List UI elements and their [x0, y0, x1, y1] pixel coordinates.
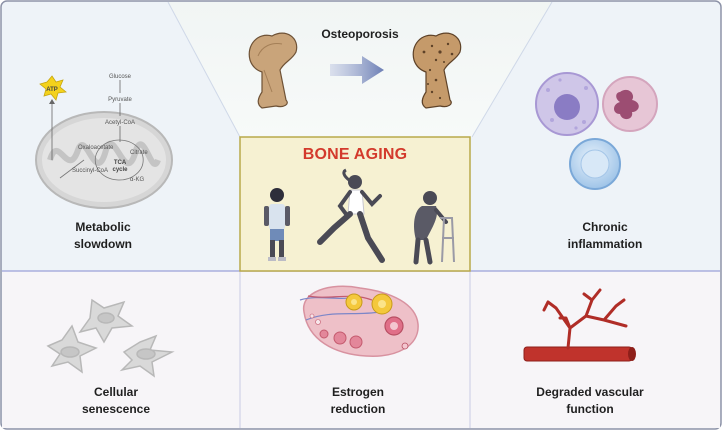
senescent-cell-icon [78, 298, 135, 344]
degraded-vascular-label: Degraded vascular function [536, 385, 644, 416]
blood-vessel-icon [523, 288, 636, 362]
glucose-label: Glucose [109, 74, 132, 80]
acetyl-coa-label: Acetyl-CoA [105, 120, 135, 126]
tca-label: TCA [114, 160, 127, 166]
estrogen-reduction-label: Estrogen reduction [330, 385, 386, 416]
healthy-femur-icon [248, 32, 298, 109]
oxaloacetate-label: Oxaloacetate [78, 145, 114, 151]
akg-label: α-KG [130, 177, 144, 183]
progression-arrow-icon [330, 56, 384, 84]
osteoporosis-label: Osteoporosis [321, 27, 399, 41]
tca-pathway: Glucose Pyruvate Acetyl-CoA Oxaloacetate… [46, 74, 148, 183]
divider-top-right [471, 1, 553, 138]
mitochondria-icon [35, 111, 173, 209]
atp-label: ATP [46, 87, 58, 93]
atp-icon [39, 75, 67, 101]
metabolic-slowdown-label: Metabolic slowdown [74, 220, 132, 251]
immune-cell-icon [535, 72, 599, 136]
divider-top-left [167, 1, 241, 138]
center-title: BONE AGING [302, 146, 408, 163]
osteoporotic-femur-icon [412, 32, 462, 109]
citrate-label: Citrate [130, 150, 148, 156]
senescent-cell-icon [119, 334, 175, 378]
runner-figure-icon [317, 168, 385, 263]
chronic-inflammation-label: Chronic inflammation [567, 220, 643, 251]
ovary-icon [299, 285, 419, 357]
child-figure-icon [264, 188, 290, 261]
follicle-icon [345, 293, 393, 315]
cellular-senescence-label: Cellular senescence [81, 385, 151, 416]
senescent-cell-icon [46, 324, 98, 374]
pyruvate-label: Pyruvate [108, 97, 132, 103]
lymphocyte-icon [569, 138, 621, 190]
cycle-label: cycle [112, 167, 128, 173]
succinyl-coa-label: Succinyl-CoA [72, 168, 108, 174]
neutrophil-icon [602, 76, 658, 132]
elderly-walker-figure-icon [413, 191, 455, 265]
